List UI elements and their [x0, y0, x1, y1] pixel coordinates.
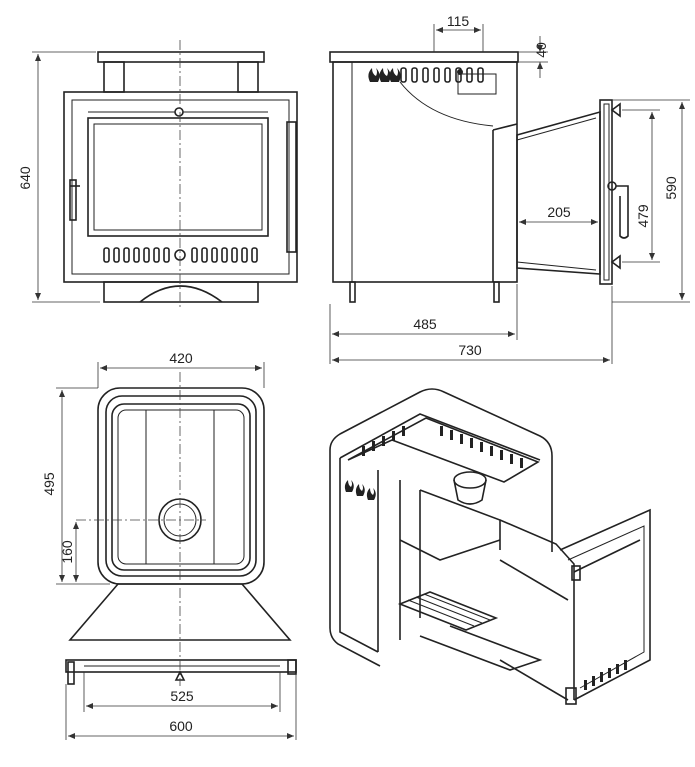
dim-total-height: 590	[663, 176, 679, 200]
dim-base-width: 525	[170, 688, 194, 704]
front-view: 640	[17, 40, 298, 310]
front-vent-slots	[103, 247, 258, 263]
dim-front-height: 640	[17, 166, 33, 190]
dim-door-height: 479	[635, 204, 651, 228]
dim-top-depth: 495	[41, 472, 57, 496]
top-view: 420 495 160 525 600	[41, 350, 297, 740]
door-vent-slots	[584, 660, 627, 690]
dim-side-depth: 485	[413, 316, 437, 332]
flame-icon	[389, 68, 401, 82]
iso-vent-slots	[362, 426, 523, 468]
dim-total-depth: 730	[458, 342, 482, 358]
iso-grate	[397, 591, 543, 671]
dim-top-width: 420	[169, 350, 193, 366]
dim-tunnel-length: 205	[547, 204, 571, 220]
dim-total-width: 600	[169, 718, 193, 734]
flame-icon	[355, 484, 365, 496]
flame-icon	[366, 488, 376, 500]
dim-flue-offset: 160	[59, 540, 75, 564]
flame-icon	[379, 68, 391, 82]
flame-icon	[368, 68, 380, 82]
dim-side-top-height: 40	[533, 42, 549, 58]
isometric-cutaway-view	[329, 388, 651, 705]
flame-icon	[344, 480, 354, 492]
dim-side-top-width: 115	[447, 13, 470, 29]
side-vent-slots	[400, 67, 484, 83]
side-view: 115 40 205 479 590 485 730	[329, 13, 690, 364]
